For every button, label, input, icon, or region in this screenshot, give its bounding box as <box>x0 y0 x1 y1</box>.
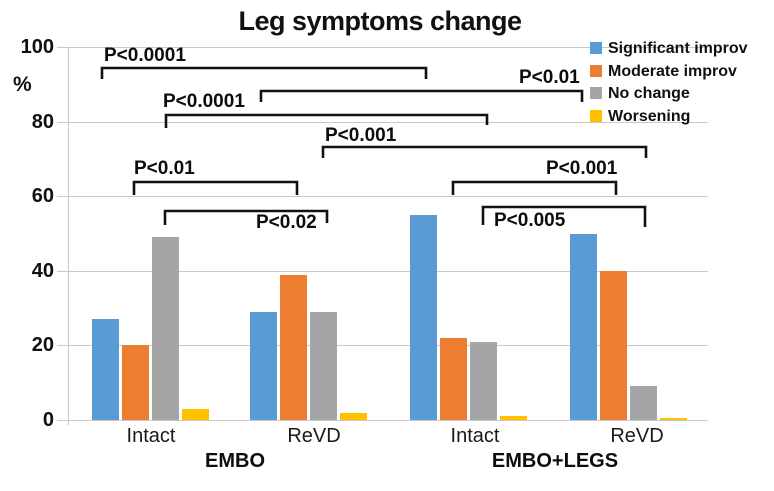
x-subgroup-label-intact-2: Intact <box>450 425 500 447</box>
y-axis-unit-label: % <box>13 73 32 96</box>
legend-label: No change <box>608 85 690 102</box>
gridline-20 <box>57 345 708 347</box>
pvalue-label-2: P<0.01 <box>519 67 580 88</box>
bar-embo-legs-intact-significant-improv <box>410 214 437 420</box>
pvalue-label-8: P<0.005 <box>494 210 566 231</box>
pvalue-bracket-7 <box>163 209 329 225</box>
pvalue-label-4: P<0.001 <box>325 125 397 146</box>
legend-item-worsening: Worsening <box>590 107 748 130</box>
bar-embo-legs-intact-moderate-improv <box>440 337 467 420</box>
y-tick-label: 0 <box>42 409 54 431</box>
legend-label: Worsening <box>608 107 691 125</box>
moderate-improv-swatch-icon <box>590 64 602 77</box>
pvalue-bracket-6 <box>451 180 618 195</box>
worsening-swatch-icon <box>590 109 602 122</box>
legend-item-no-change: No change <box>590 84 748 107</box>
pvalue-label-5: P<0.01 <box>134 158 195 179</box>
x-group-label-embo: EMBO <box>205 450 265 472</box>
x-subgroup-label-intact-1: Intact <box>126 425 176 447</box>
bar-embo-revd-worsening <box>340 412 367 420</box>
legend-label: Moderate improv <box>608 62 737 80</box>
y-tick-label: 80 <box>31 110 54 133</box>
gridline-0 <box>57 420 708 421</box>
y-tick-label: 20 <box>31 334 54 357</box>
x-group-label-embo-legs: EMBO+LEGS <box>491 450 619 472</box>
bar-embo-legs-revd-worsening <box>660 418 687 420</box>
legend-item-moderate-improv: Moderate improv <box>590 62 748 85</box>
bar-embo-intact-worsening <box>182 408 209 420</box>
pvalue-bracket-2 <box>259 89 584 102</box>
pvalue-label-3: P<0.0001 <box>163 91 245 112</box>
pvalue-label-1: P<0.0001 <box>104 45 186 66</box>
legend-label: Significant improv <box>608 40 748 57</box>
significant-improv-swatch-icon <box>590 42 602 54</box>
legend-item-significant-improv: Significant improv <box>590 39 748 62</box>
pvalue-bracket-3 <box>164 113 489 128</box>
y-tick-label: 60 <box>31 185 54 208</box>
x-subgroup-label-revd-2: ReVD <box>610 425 664 447</box>
gridline-100 <box>57 47 708 48</box>
pvalue-bracket-4 <box>321 145 648 158</box>
pvalue-label-7: P<0.02 <box>256 212 317 233</box>
bar-embo-legs-intact-no-change <box>470 341 497 420</box>
bar-embo-revd-moderate-improv <box>280 274 307 420</box>
no-change-swatch-icon <box>590 87 602 99</box>
bar-embo-intact-significant-improv <box>92 319 119 420</box>
bar-embo-legs-intact-worsening <box>500 416 527 420</box>
bar-embo-revd-no-change <box>310 311 337 420</box>
y-tick-label: 40 <box>31 259 54 282</box>
gridline-40 <box>57 270 708 272</box>
bar-embo-revd-significant-improv <box>250 311 277 420</box>
y-tick-label: 100 <box>20 36 54 58</box>
bar-embo-legs-revd-no-change <box>630 386 657 420</box>
x-subgroup-label-revd-1: ReVD <box>287 425 341 447</box>
pvalue-bracket-1 <box>100 66 428 79</box>
bar-embo-legs-revd-significant-improv <box>570 233 597 420</box>
chart-title: Leg symptoms change <box>238 6 522 36</box>
bar-embo-intact-moderate-improv <box>122 345 149 420</box>
pvalue-label-6: P<0.001 <box>546 158 618 179</box>
pvalue-bracket-8 <box>481 205 647 227</box>
bar-embo-legs-revd-moderate-improv <box>600 270 627 420</box>
gridline-60 <box>57 196 708 198</box>
bar-embo-intact-no-change <box>152 237 179 420</box>
pvalue-bracket-5 <box>132 180 299 195</box>
y-axis-line <box>68 47 69 425</box>
gridline-80 <box>57 121 708 123</box>
